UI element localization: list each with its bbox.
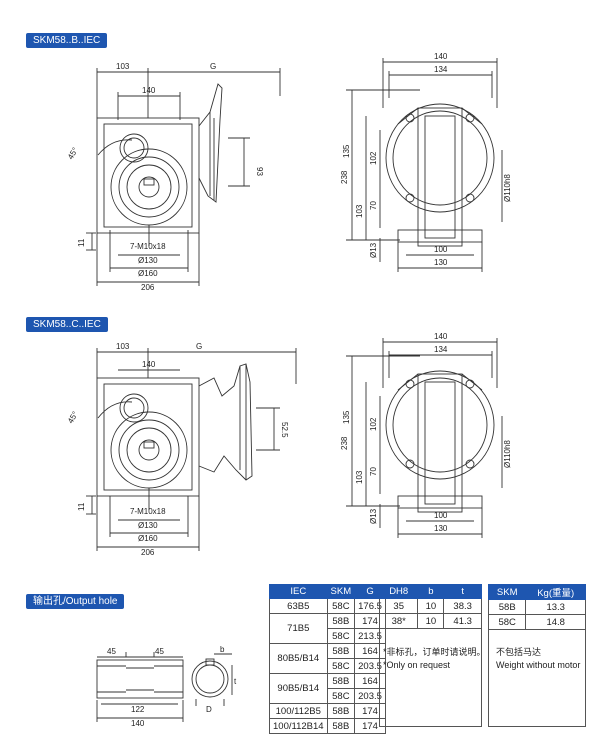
dim-label: 134 — [434, 345, 448, 354]
dim-label: 140 — [142, 86, 156, 95]
dim-label: Ø13 — [369, 242, 378, 258]
dim-label: 103 — [355, 470, 364, 484]
table-cell: 38.3 — [443, 598, 482, 614]
iec-header: IEC — [269, 584, 328, 599]
dim-label: 130 — [434, 258, 448, 267]
weight-note-cn: 不包括马达 — [496, 647, 542, 657]
dim-label: 238 — [340, 436, 349, 450]
skm-header: SKM — [326, 584, 356, 599]
dim-label: Ø130 — [138, 256, 158, 265]
section-title-c: SKM58..C..IEC — [26, 317, 108, 332]
hole-table-box — [379, 584, 482, 727]
dim-label: b — [220, 645, 225, 654]
section-title-output: 输出孔/Output hole — [26, 594, 125, 609]
b-header: b — [417, 584, 445, 599]
dim-label: 103 — [355, 204, 364, 218]
dim-label: 140 — [434, 52, 448, 61]
dim-label: 140 — [131, 719, 145, 728]
table-cell: 58C — [326, 628, 356, 644]
dim-label: 7-M10x18 — [130, 242, 166, 251]
table-cell: 100/112B5 — [269, 703, 328, 719]
table-cell: 13.3 — [525, 599, 586, 615]
table-cell: 35 — [378, 598, 419, 614]
dim-label: 70 — [369, 467, 378, 476]
dim-label: 70 — [369, 201, 378, 210]
weight-note-en: Weight without motor — [496, 660, 581, 670]
weight-table-box — [488, 584, 586, 727]
dim-label: 103 — [116, 342, 130, 351]
table-cell: 58C — [326, 688, 356, 704]
dim-label: 100 — [434, 511, 448, 520]
weight-table: SKM Kg(重量) 58B 13.3 58C 14.8 — [487, 584, 586, 630]
iec-table: IEC SKM G 63B5 58C 176.5 71B5 58B 174 58… — [269, 584, 386, 734]
table-cell: 58B — [326, 703, 356, 719]
table-cell: 10 — [417, 598, 445, 614]
dim-label: Ø160 — [138, 534, 158, 543]
dim-label: 100 — [434, 245, 448, 254]
dim-label: G — [210, 62, 216, 71]
table-cell: 63B5 — [269, 598, 328, 614]
table-cell: 100/112B14 — [269, 718, 328, 734]
table-cell: 80B5/B14 — [269, 643, 328, 674]
dim-label: 45 — [155, 647, 164, 656]
dim-label: 7-M10x18 — [130, 507, 166, 516]
dim-label: Ø13 — [369, 508, 378, 524]
dim-label: 134 — [434, 65, 448, 74]
hole-note-en: *Only on request — [383, 660, 451, 670]
table-cell: 38* — [378, 613, 419, 629]
dim-label: 206 — [141, 548, 155, 557]
table-cell: 58C — [487, 614, 527, 630]
dim-label: Ø130 — [138, 521, 158, 530]
kg-header: Kg(重量) — [525, 584, 586, 600]
table-cell: 90B5/B14 — [269, 673, 328, 704]
table-cell: 14.8 — [525, 614, 586, 630]
hole-table: DH8 b t 35 10 38.3 38* 10 41.3 — [378, 584, 482, 629]
table-cell: 58B — [326, 643, 356, 659]
table-cell: 71B5 — [269, 613, 328, 644]
dim-label: 45 — [107, 647, 116, 656]
dim-label: 122 — [131, 705, 145, 714]
hole-note-cn: *非标孔，订单时请说明。 — [383, 647, 486, 657]
table-cell: 58B — [326, 673, 356, 689]
t-header: t — [443, 584, 482, 599]
dim-label: 140 — [142, 360, 156, 369]
table-cell: 58C — [326, 598, 356, 614]
dim-label: 102 — [369, 417, 378, 431]
dim-label: 11 — [77, 238, 86, 247]
dim-label: Ø110h8 — [503, 440, 512, 468]
section-title-b: SKM58..B..IEC — [26, 33, 108, 48]
table-cell: 58B — [326, 613, 356, 629]
dim-label: 102 — [369, 151, 378, 165]
dim-label: G — [196, 342, 202, 351]
dim-label: 93 — [255, 167, 264, 176]
table-cell: 58B — [487, 599, 527, 615]
dim-label: Ø110h8 — [503, 174, 512, 202]
dim-label: 11 — [77, 502, 86, 511]
dim-label: 135 — [342, 144, 351, 158]
table-cell: 58C — [326, 658, 356, 674]
table-cell: 58B — [326, 718, 356, 734]
dh8-header: DH8 — [378, 584, 419, 599]
dim-label: 140 — [434, 332, 448, 341]
skm-header: SKM — [487, 584, 527, 600]
dim-label: 135 — [342, 410, 351, 424]
dim-label: t — [234, 677, 237, 686]
dim-label: Ø160 — [138, 269, 158, 278]
dim-label: 206 — [141, 283, 155, 292]
dim-label: 130 — [434, 524, 448, 533]
table-cell: 10 — [417, 613, 445, 629]
table-cell: 41.3 — [443, 613, 482, 629]
dim-label: 103 — [116, 62, 130, 71]
dim-label: D — [206, 705, 212, 714]
dim-label: 52.5 — [280, 422, 289, 438]
table-cell: 174 — [354, 718, 386, 734]
dim-label: 238 — [340, 170, 349, 184]
